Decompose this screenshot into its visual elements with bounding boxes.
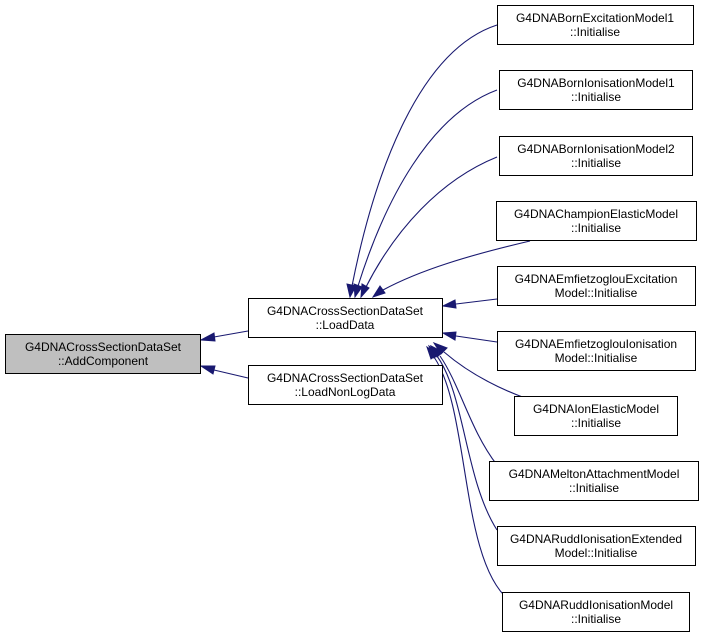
node-bornionisation1[interactable]: G4DNABornIonisationModel1 ::Initialise bbox=[499, 70, 693, 110]
edge-bornexcitation-to-loaddata bbox=[351, 24, 498, 287]
edge-ruddionisation-to-loaddata bbox=[433, 356, 510, 601]
node-emfietzoglouexcitation[interactable]: G4DNAEmfietzoglouExcitation Model::Initi… bbox=[497, 266, 696, 306]
node-label-line1: G4DNAEmfietzoglouExcitation bbox=[515, 272, 678, 286]
node-emfietzoglouionisation[interactable]: G4DNAEmfietzoglouIonisation Model::Initi… bbox=[497, 331, 696, 371]
edges bbox=[199, 24, 531, 601]
node-label-line1: G4DNAIonElasticModel bbox=[533, 402, 659, 416]
node-box[interactable] bbox=[502, 592, 690, 632]
node-label-line1: G4DNACrossSectionDataSet bbox=[267, 304, 424, 318]
node-label-line2: ::Initialise bbox=[569, 481, 619, 495]
node-label-line2: ::Initialise bbox=[571, 221, 621, 235]
node-bornexcitation[interactable]: G4DNABornExcitationModel1 ::Initialise bbox=[497, 5, 694, 45]
node-label-line2: Model::Initialise bbox=[555, 286, 638, 300]
node-label-line1: G4DNARuddIonisationExtended bbox=[510, 532, 682, 546]
edge-arrowhead bbox=[199, 332, 216, 342]
node-box[interactable] bbox=[497, 331, 696, 371]
edge-arrowhead bbox=[199, 365, 216, 375]
node-meltonattachment[interactable]: G4DNAMeltonAttachmentModel ::Initialise bbox=[489, 461, 699, 501]
edge-bornionisation2-to-loaddata bbox=[365, 156, 498, 288]
node-box[interactable] bbox=[499, 70, 693, 110]
node-championelastic[interactable]: G4DNAChampionElasticModel ::Initialise bbox=[496, 201, 697, 241]
node-label-line1: G4DNABornIonisationModel1 bbox=[517, 76, 675, 90]
edge-arrowhead bbox=[432, 341, 448, 355]
node-ruddionisation[interactable]: G4DNARuddIonisationModel ::Initialise bbox=[502, 592, 690, 632]
edge-arrowhead bbox=[441, 299, 457, 309]
edge-emfietzoglouexcitation-to-loaddata bbox=[455, 298, 498, 305]
node-box[interactable] bbox=[248, 298, 443, 338]
edge-bornionisation1-to-loaddata bbox=[357, 89, 498, 287]
node-label-line1: G4DNAMeltonAttachmentModel bbox=[509, 467, 680, 481]
node-label-line2: Model::Initialise bbox=[555, 546, 638, 560]
node-label-line2: ::LoadData bbox=[316, 318, 375, 332]
edge-emfietzoglouionisation-to-loaddata bbox=[455, 335, 498, 343]
node-addcomponent: G4DNACrossSectionDataSet ::AddComponent bbox=[5, 334, 201, 374]
node-label-line1: G4DNACrossSectionDataSet bbox=[25, 340, 182, 354]
edge-ruddionisationextended-to-loaddata bbox=[436, 355, 498, 531]
node-bornionisation2[interactable]: G4DNABornIonisationModel2 ::Initialise bbox=[499, 136, 693, 176]
edge-ionelastic-to-loaddata bbox=[443, 351, 526, 399]
node-label-line1: G4DNAChampionElasticModel bbox=[514, 207, 678, 221]
node-box[interactable] bbox=[489, 461, 699, 501]
edge-loaddata-to-addcomponent bbox=[213, 330, 249, 338]
node-ionelastic[interactable]: G4DNAIonElasticModel ::Initialise bbox=[514, 396, 678, 436]
node-label-line1: G4DNAEmfietzoglouIonisation bbox=[515, 337, 677, 351]
node-label-line1: G4DNARuddIonisationModel bbox=[519, 598, 673, 612]
edge-arrowhead bbox=[426, 345, 439, 360]
node-label-line2: Model::Initialise bbox=[555, 351, 638, 365]
node-box[interactable] bbox=[497, 5, 694, 45]
node-loadnonlogdata[interactable]: G4DNACrossSectionDataSet ::LoadNonLogDat… bbox=[248, 365, 443, 405]
node-label-line2: ::LoadNonLogData bbox=[295, 385, 396, 399]
edge-arrowhead bbox=[353, 283, 363, 299]
node-loaddata[interactable]: G4DNACrossSectionDataSet ::LoadData bbox=[248, 298, 443, 338]
node-box bbox=[5, 334, 201, 374]
node-label-line2: ::Initialise bbox=[571, 416, 621, 430]
node-box[interactable] bbox=[248, 365, 443, 405]
node-box[interactable] bbox=[497, 266, 696, 306]
node-label-line2: ::Initialise bbox=[571, 612, 621, 626]
node-label-line1: G4DNABornIonisationModel2 bbox=[517, 142, 675, 156]
edge-arrowhead bbox=[360, 283, 370, 299]
node-label-line2: ::AddComponent bbox=[58, 354, 149, 368]
node-label-line2: ::Initialise bbox=[570, 25, 620, 39]
node-label-line2: ::Initialise bbox=[571, 156, 621, 170]
node-ruddionisationextended[interactable]: G4DNARuddIonisationExtended Model::Initi… bbox=[497, 526, 696, 566]
node-box[interactable] bbox=[514, 396, 678, 436]
edge-arrowhead bbox=[441, 331, 457, 341]
edge-loadnonlogdata-to-addcomponent bbox=[213, 369, 249, 379]
node-box[interactable] bbox=[497, 526, 696, 566]
node-box[interactable] bbox=[496, 201, 697, 241]
node-label-line1: G4DNABornExcitationModel1 bbox=[516, 11, 674, 25]
edge-championelastic-to-loaddata bbox=[382, 240, 531, 291]
node-box[interactable] bbox=[499, 136, 693, 176]
node-label-line1: G4DNACrossSectionDataSet bbox=[267, 371, 424, 385]
node-label-line2: ::Initialise bbox=[571, 90, 621, 104]
edge-arrowhead bbox=[371, 285, 386, 298]
edge-meltonattachment-to-loaddata bbox=[439, 355, 498, 466]
